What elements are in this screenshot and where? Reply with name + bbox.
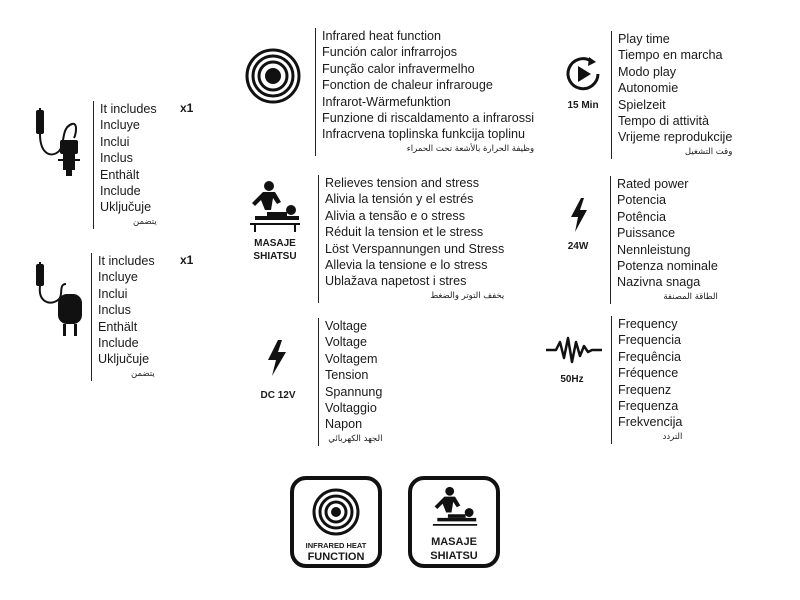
frequency-line: Frequência bbox=[618, 349, 682, 364]
badge-label-large: FUNCTION bbox=[307, 551, 365, 563]
includes-line: Uključuje bbox=[100, 200, 152, 215]
includes-line: It includes bbox=[100, 102, 157, 116]
badge-label-large: SHIATSU bbox=[430, 550, 478, 562]
power-line: Potencia bbox=[617, 193, 667, 208]
massage-list: Relieves tension and stress Alivia la te… bbox=[318, 175, 504, 303]
playtime-line: Spielzeit bbox=[618, 97, 666, 112]
includes-line: Enthält bbox=[100, 167, 140, 182]
frequency-line: Frequencia bbox=[618, 333, 682, 348]
infrared-line: Infrarot-Wärmefunktion bbox=[322, 94, 451, 109]
massage-line: Alivia la tensión y el estrés bbox=[325, 192, 474, 207]
voltage-caption: DC 12V bbox=[260, 390, 296, 401]
includes-arabic: يتضمن bbox=[133, 216, 157, 227]
massage-caption: MASAJE SHIATSU bbox=[245, 237, 305, 263]
frequency-arabic: التردد bbox=[662, 431, 683, 442]
frequency-caption: 50Hz bbox=[560, 374, 584, 385]
infrared-line: Función calor infrarrojos bbox=[322, 45, 458, 60]
playtime-line: Modo play bbox=[618, 64, 677, 79]
infrared-line: Infrared heat function bbox=[322, 29, 442, 43]
voltage-line: Tension bbox=[325, 368, 369, 383]
frequency-wave-icon bbox=[546, 334, 602, 364]
power-bolt-icon bbox=[569, 198, 589, 232]
massage-line: Löst Verspannungen und Stress bbox=[325, 241, 505, 256]
includes-line: Include bbox=[100, 184, 141, 199]
voltage-line: Napon bbox=[325, 417, 363, 432]
includes-line: Inclui bbox=[98, 286, 128, 301]
infrared-heat-icon bbox=[312, 488, 360, 536]
includes-line: Inclui bbox=[100, 134, 130, 149]
massage-icon bbox=[432, 486, 478, 526]
includes-line: Uključuje bbox=[98, 352, 150, 367]
quantity-label: x1 bbox=[180, 101, 194, 115]
includes-car-list: It includes Incluye Inclui Inclus Enthäl… bbox=[93, 101, 157, 229]
power-line: Nennleistung bbox=[617, 242, 691, 257]
includes-line: Incluye bbox=[100, 118, 140, 133]
includes-line: It includes bbox=[98, 254, 155, 268]
power-line: Nazivna snaga bbox=[617, 275, 701, 290]
playtime-line: Vrijeme reprodukcije bbox=[618, 130, 733, 145]
infrared-line: Funzione di riscaldamento a infrarossi bbox=[322, 111, 535, 126]
massage-icon bbox=[247, 180, 303, 232]
frequency-line: Frequency bbox=[618, 317, 678, 331]
voltage-arabic: الجهد الكهربائي bbox=[328, 433, 383, 444]
badge-label-small: INFRARED HEAT bbox=[305, 541, 367, 550]
voltage-line: Voltaggio bbox=[325, 401, 377, 416]
playtime-arabic: وقت التشغيل bbox=[684, 146, 733, 157]
massage-shiatsu-badge: MASAJE SHIATSU bbox=[408, 476, 500, 568]
voltage-list: Voltage Voltage Voltagem Tension Spannun… bbox=[318, 318, 382, 446]
playtime-line: Autonomie bbox=[618, 81, 679, 96]
massage-line: Allevia la tensione e lo stress bbox=[325, 258, 488, 273]
frequency-line: Frekvencija bbox=[618, 415, 683, 430]
massage-line: Réduit la tension et le stress bbox=[325, 225, 484, 240]
voltage-line: Voltage bbox=[325, 335, 368, 350]
infrared-line: Fonction de chaleur infrarouge bbox=[322, 78, 493, 93]
quantity-label: x1 bbox=[180, 253, 194, 267]
massage-arabic: يخفف التوتر والضغط bbox=[430, 290, 505, 301]
playtime-line: Tiempo en marcha bbox=[618, 48, 723, 63]
infrared-heat-badge: INFRARED HEAT FUNCTION bbox=[290, 476, 382, 568]
power-line: Rated power bbox=[617, 177, 689, 191]
power-line: Potência bbox=[617, 209, 667, 224]
wall-adapter-icon bbox=[30, 262, 86, 342]
power-line: Potenza nominale bbox=[617, 259, 718, 274]
infrared-list: Infrared heat function Función calor inf… bbox=[315, 28, 534, 156]
includes-line: Incluye bbox=[98, 270, 138, 285]
voltage-line: Spannung bbox=[325, 384, 383, 399]
infrared-heat-icon bbox=[245, 48, 301, 104]
voltage-line: Voltagem bbox=[325, 351, 378, 366]
frequency-line: Frequenza bbox=[618, 399, 679, 414]
power-list: Rated power Potencia Potência Puissance … bbox=[610, 176, 718, 304]
frequency-line: Fréquence bbox=[618, 366, 679, 381]
power-arabic: الطاقة المصنفة bbox=[663, 291, 718, 302]
playtime-list: Play time Tiempo en marcha Modo play Aut… bbox=[611, 31, 732, 159]
car-charger-icon bbox=[30, 108, 86, 178]
infrared-line: Função calor infravermelho bbox=[322, 61, 475, 76]
power-line: Puissance bbox=[617, 226, 676, 241]
infrared-line: Infracrvena toplinska funkcija toplinu bbox=[322, 127, 526, 142]
playtime-line: Tempo di attività bbox=[618, 114, 709, 129]
massage-line: Ublažava napetost i stres bbox=[325, 274, 467, 289]
includes-line: Enthält bbox=[98, 319, 138, 334]
playtime-line: Play time bbox=[618, 32, 670, 46]
frequency-line: Frequenz bbox=[618, 382, 672, 397]
infrared-arabic: وظيفة الحرارة بالأشعة تحت الحمراء bbox=[406, 143, 535, 154]
includes-line: Include bbox=[98, 336, 139, 351]
includes-line: Inclus bbox=[98, 303, 131, 318]
includes-arabic: يتضمن bbox=[131, 368, 155, 379]
frequency-list: Frequency Frequencia Frequência Fréquenc… bbox=[611, 316, 682, 444]
includes-wall-list: It includes Incluye Inclui Inclus Enthäl… bbox=[91, 253, 155, 381]
play-timer-icon bbox=[563, 54, 603, 94]
playtime-caption: 15 Min bbox=[567, 100, 599, 111]
lightning-bolt-icon bbox=[266, 340, 288, 376]
includes-line: Inclus bbox=[100, 151, 133, 166]
power-caption: 24W bbox=[567, 241, 589, 252]
voltage-line: Voltage bbox=[325, 319, 368, 333]
massage-line: Alivia a tensão e o stress bbox=[325, 208, 466, 223]
badge-label-large: MASAJE bbox=[431, 536, 477, 548]
massage-line: Relieves tension and stress bbox=[325, 176, 480, 190]
massage-caption-line: SHIATSU bbox=[253, 251, 297, 262]
massage-caption-line: MASAJE bbox=[254, 238, 296, 249]
